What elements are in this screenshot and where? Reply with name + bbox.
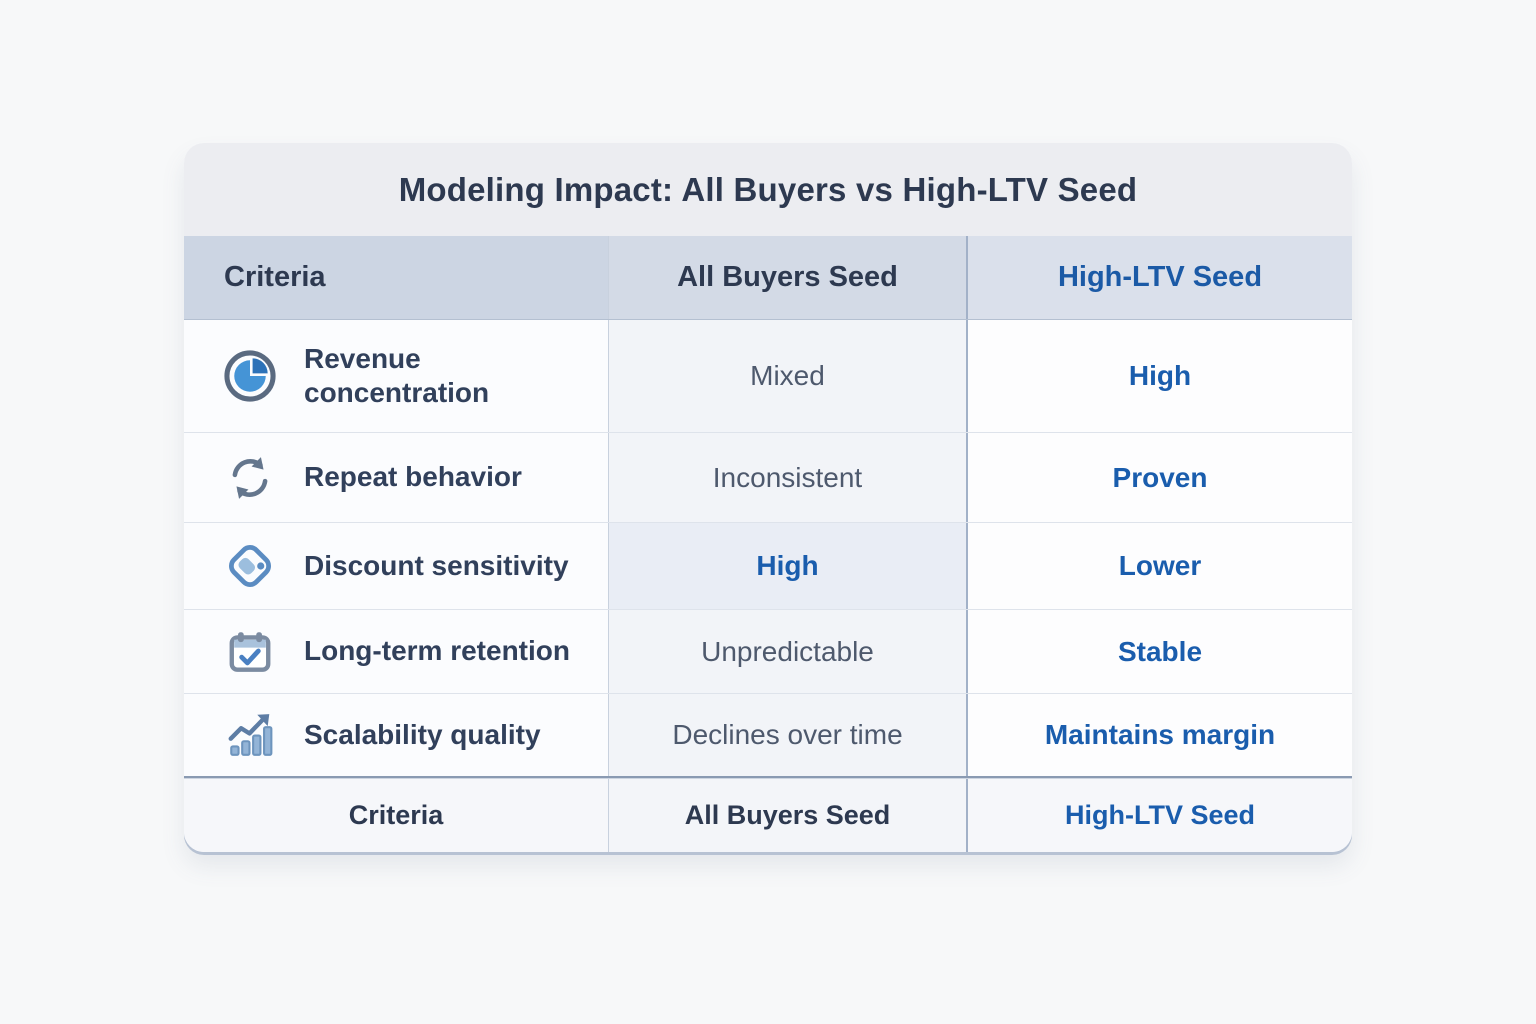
footer-high-ltv-seed: High-LTV Seed [1064, 800, 1255, 830]
criteria-cell: Discount sensitivity [184, 523, 608, 609]
criteria-label: Discount sensitivity [304, 549, 569, 581]
high-ltv-value: Stable [968, 610, 1352, 693]
criteria-label: Repeat behavior [304, 461, 522, 493]
column-header-high-ltv-seed: High-LTV Seed [968, 236, 1352, 319]
refresh-icon [222, 450, 278, 506]
high-ltv-value: High [968, 320, 1352, 432]
all-buyers-value: Inconsistent [608, 433, 968, 522]
criteria-cell: Long-term retention [184, 610, 608, 693]
tag-icon [222, 538, 278, 594]
high-ltv-value: Lower [968, 523, 1352, 609]
criteria-cell: Repeat behavior [184, 433, 608, 522]
bar-chart-up-icon [222, 707, 278, 763]
column-header-all-buyers-seed: All Buyers Seed [608, 236, 968, 319]
all-buyers-value: Mixed [608, 320, 968, 432]
high-ltv-value: Proven [968, 433, 1352, 522]
footer-criteria: Criteria [348, 800, 444, 830]
criteria-label: Revenue concentration [304, 342, 490, 408]
table-row-scalability-quality: Scalability quality Declines over time M… [184, 694, 1352, 778]
all-buyers-value: High [608, 523, 968, 609]
all-buyers-value: Unpredictable [608, 610, 968, 693]
comparison-card: Modeling Impact: All Buyers vs High-LTV … [184, 143, 1352, 852]
criteria-cell: Scalability quality [184, 694, 608, 776]
pie-chart-icon [222, 348, 278, 404]
table-row-discount-sensitivity: Discount sensitivity High Lower [184, 523, 1352, 610]
column-header-criteria: Criteria [184, 236, 608, 319]
criteria-label: Scalability quality [304, 718, 541, 750]
table-header-row: Criteria All Buyers Seed High-LTV Seed [184, 236, 1352, 320]
table-row-revenue-concentration: Revenue concentration Mixed High [184, 320, 1352, 433]
criteria-cell: Revenue concentration [184, 320, 608, 432]
table-row-long-term-retention: Long-term retention Unpredictable Stable [184, 610, 1352, 694]
page-title: Modeling Impact: All Buyers vs High-LTV … [184, 143, 1352, 236]
table-row-repeat-behavior: Repeat behavior Inconsistent Proven [184, 433, 1352, 523]
table-footer-row: Criteria All Buyers Seed High-LTV Seed [184, 778, 1352, 852]
all-buyers-value: Declines over time [608, 694, 968, 776]
high-ltv-value: Maintains margin [968, 694, 1352, 776]
criteria-label: Long-term retention [304, 635, 570, 667]
footer-all-buyers-seed: All Buyers Seed [608, 779, 968, 852]
calendar-check-icon [222, 624, 278, 680]
